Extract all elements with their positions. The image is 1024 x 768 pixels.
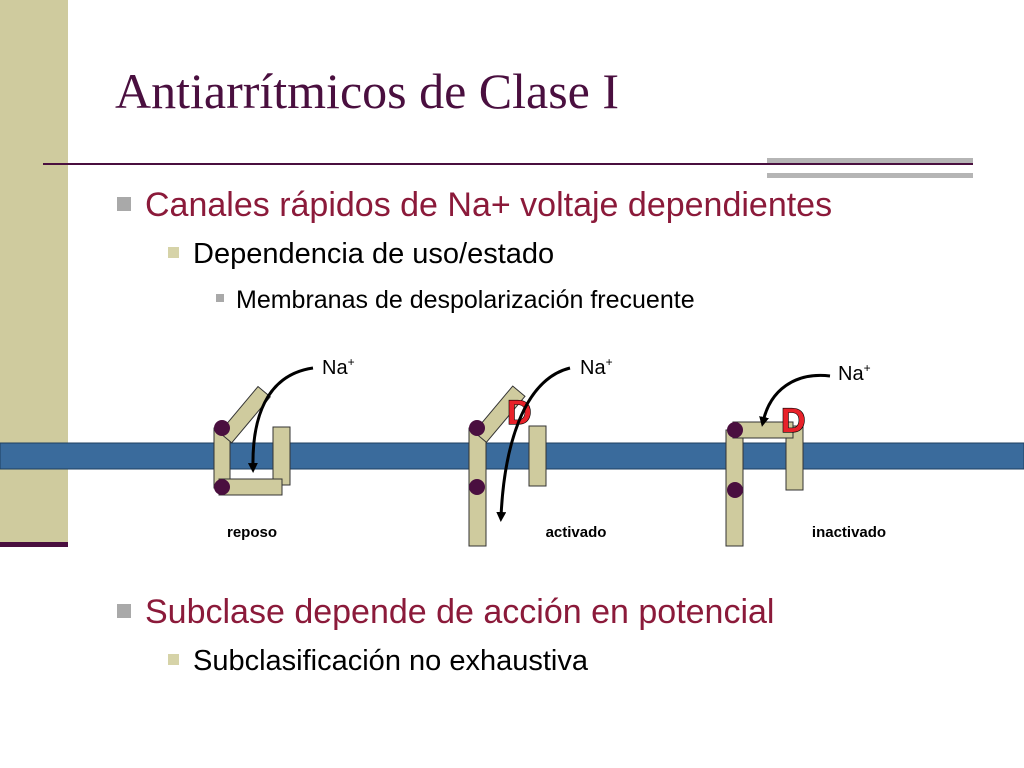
state-label-activated: activado: [546, 524, 607, 541]
left-band-accent: [0, 542, 68, 547]
bullet-2-1-text: Subclasificación no exhaustiva: [193, 645, 588, 677]
bullet-2-text: Subclase depende de acción en potencial: [145, 593, 775, 631]
state-label-resting: reposo: [227, 524, 277, 541]
drug-label: D: [781, 402, 806, 440]
sodium-label: Na+: [580, 355, 613, 379]
title-divider: [43, 163, 973, 165]
gate-dot: [214, 479, 230, 495]
sodium-arrow: [759, 373, 831, 427]
channel-segment-right: [785, 425, 804, 491]
bullet-square-icon: [168, 653, 179, 665]
gate-dot: [469, 420, 485, 436]
bullet-square-icon: [117, 197, 131, 212]
channel-gate-top: [218, 385, 271, 444]
channel-inactivated: D Na+ inactivado: [725, 361, 886, 547]
bullet-1-1-1-text: Membranas de despolarización frecuente: [236, 286, 695, 314]
channel-resting: Na+ reposo: [213, 355, 355, 541]
state-label-inactivated: inactivado: [812, 524, 886, 541]
bullet-1: Canales rápidos de Na+ voltaje dependien…: [117, 186, 832, 225]
bullet-square-icon: [168, 246, 179, 258]
gate-dot: [214, 420, 230, 436]
gate-dot: [469, 479, 485, 495]
sodium-arrow: [496, 366, 571, 522]
sodium-arrow: [247, 366, 314, 473]
sodium-label: Na+: [322, 355, 355, 379]
channel-segment-right: [528, 425, 547, 487]
title-divider-accent-bottom: [767, 173, 973, 178]
sodium-label: Na+: [838, 361, 871, 385]
bullet-1-text: Canales rápidos de Na+ voltaje dependien…: [145, 186, 833, 224]
bullet-square-icon: [216, 294, 224, 303]
bullet-square-icon: [117, 604, 131, 619]
sodium-channel-diagram: Na+ reposo D Na+ activado D Na+ inactiva…: [0, 355, 1024, 547]
bullet-1-1: Dependencia de uso/estado: [168, 238, 554, 271]
gate-dot: [727, 482, 743, 498]
bullet-2: Subclase depende de acción en potencial: [117, 593, 774, 632]
channel-segment-right: [272, 426, 291, 486]
bullet-1-1-text: Dependencia de uso/estado: [193, 238, 555, 270]
title-divider-accent-top: [767, 158, 973, 163]
bullet-2-1: Subclasificación no exhaustiva: [168, 645, 588, 678]
channel-activated: D Na+ activado: [468, 355, 613, 547]
drug-label: D: [507, 394, 532, 432]
gate-dot: [727, 422, 743, 438]
bullet-1-1-1: Membranas de despolarización frecuente: [216, 286, 695, 315]
channel-gate-top: [473, 385, 526, 444]
slide-title: Antiarrítmicos de Clase I: [115, 63, 620, 119]
